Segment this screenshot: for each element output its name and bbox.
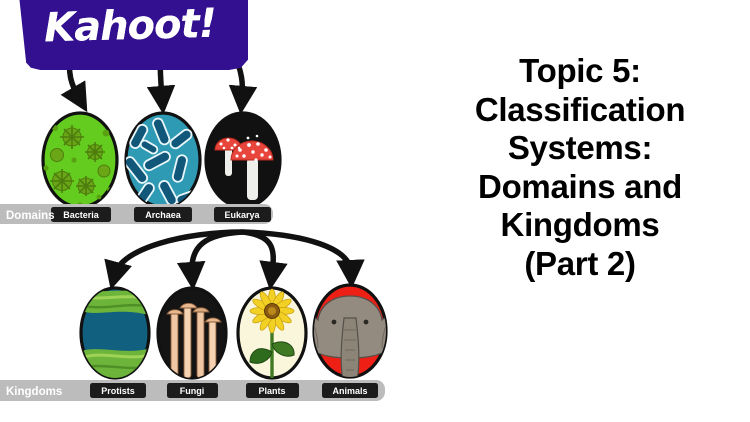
kingdom-oval-animals xyxy=(312,283,388,379)
kahoot-logo: Kahoot! xyxy=(12,0,248,70)
kingdom-chip-fungi xyxy=(167,383,218,398)
kingdom-oval-plants xyxy=(236,286,308,380)
domain-chip-eukarya xyxy=(214,207,271,222)
kingdom-chip-plants xyxy=(246,383,299,398)
kahoot-logo-shape xyxy=(19,0,248,70)
elephant-head xyxy=(314,295,386,377)
domain-oval-eukarya xyxy=(204,111,282,209)
domain-chip-archaea xyxy=(134,207,192,222)
page-title-line-5: Kingdoms xyxy=(500,206,660,244)
bacteria-virus-cells xyxy=(43,125,113,207)
domain-label-archaea: Archaea xyxy=(145,210,182,220)
kingdom-label-animals: Animals xyxy=(332,386,367,396)
page-title-line-3: Systems: xyxy=(507,129,653,167)
domain-label-eukarya: Eukarya xyxy=(224,210,260,220)
enoki-mushrooms xyxy=(166,302,222,378)
red-cap-mushrooms xyxy=(214,134,274,200)
kingdom-oval-fungi xyxy=(156,286,228,380)
kingdoms-row-bar: Kingdoms Protists Fungi Plants Animals xyxy=(0,380,385,401)
domain-label-bacteria: Bacteria xyxy=(63,210,100,220)
kingdom-label-protists: Protists xyxy=(101,386,135,396)
kingdom-oval-protists xyxy=(79,286,151,380)
kingdom-arrows xyxy=(104,229,365,291)
page-title-line-2: Classification xyxy=(474,90,686,128)
classification-diagram: Domains Bacteria Archaea Eukarya xyxy=(0,50,388,401)
page-title-line-4: Domains and xyxy=(478,167,682,205)
domain-oval-bacteria xyxy=(41,111,119,209)
kingdom-label-plants: Plants xyxy=(258,386,285,396)
domain-oval-archaea xyxy=(124,111,202,209)
arrow-to-plants xyxy=(242,229,288,291)
kingdoms-row-label: Kingdoms xyxy=(6,386,62,398)
domains-row-label: Domains xyxy=(6,210,55,222)
page-title-line-6: (Part 2) xyxy=(524,245,636,283)
arrow-to-protists xyxy=(104,229,244,290)
domain-chip-bacteria xyxy=(51,207,111,222)
sunflower xyxy=(249,288,295,378)
arrow-to-fungi xyxy=(176,229,244,291)
kingdom-chip-animals xyxy=(322,383,378,398)
page-title: Topic 5: Classification Systems: Domains… xyxy=(420,52,740,284)
kahoot-wordmark: Kahoot! xyxy=(43,0,217,52)
domains-row-bar: Domains Bacteria Archaea Eukarya xyxy=(0,204,273,224)
arrow-to-animals xyxy=(242,229,365,289)
page-title-line-1: Topic 5: xyxy=(519,52,641,89)
kingdom-chip-protists xyxy=(90,383,146,398)
kingdom-label-fungi: Fungi xyxy=(180,386,205,396)
